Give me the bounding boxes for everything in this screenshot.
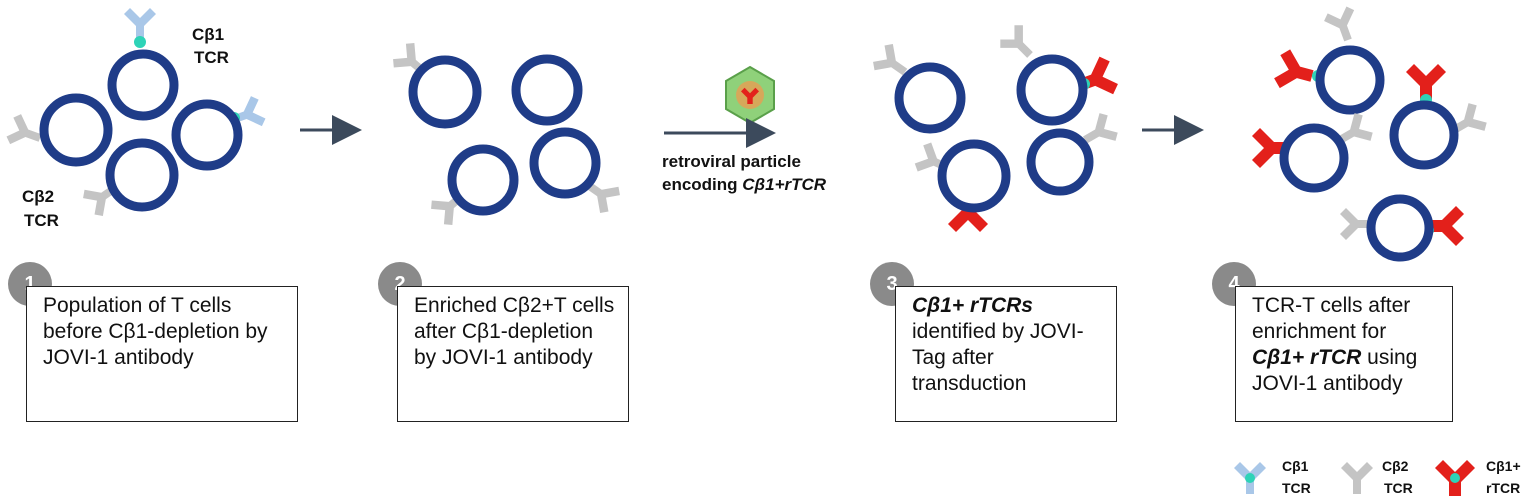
legend-cb1-name: Cβ1 [1282, 458, 1309, 474]
legend-cb1-sub: TCR [1282, 480, 1311, 496]
t-cell [408, 55, 482, 129]
panel-2-cells [389, 39, 624, 229]
t-cell [39, 93, 113, 167]
step-4-text-after: using JOVI-1 antibody [1252, 346, 1418, 395]
cb2-tcr-receptor [1322, 4, 1364, 46]
legend-rtcr-icon [1435, 460, 1475, 496]
rtcr-receptor [1272, 47, 1318, 96]
legend-cb2-name: Cβ2 [1382, 458, 1409, 474]
retroviral-particle-label: retroviral particle encoding Cβ1+rTCR [662, 150, 882, 196]
legend-rtcr-name: Cβ1+ [1486, 458, 1521, 474]
t-cell [1016, 54, 1088, 126]
step-2-text: Enriched Cβ2+T cells after Cβ1-depletion… [414, 294, 615, 369]
t-cell [171, 99, 243, 171]
t-cell [511, 54, 583, 126]
legend-cb2-icon [1341, 462, 1373, 494]
tcr-label: TCR [194, 48, 229, 67]
step-3-emphasis: Cβ1+ rTCRs [912, 294, 1033, 317]
step-3-text: identified by JOVI-Tag after transductio… [912, 320, 1084, 395]
t-cell [1026, 128, 1094, 196]
t-cell [105, 138, 179, 212]
cb2-label: Cβ2 [22, 187, 54, 206]
legend: Cβ1 TCR Cβ2 TCR Cβ1+ rTCR [1234, 458, 1521, 496]
step-1-box: Population of T cells before Cβ1-depleti… [26, 286, 298, 422]
cb1-label: Cβ1 [192, 25, 224, 44]
step-3-box: Cβ1+ rTCRs identified by JOVI-Tag after … [895, 286, 1117, 422]
t-cell [1389, 100, 1459, 170]
t-cell [894, 62, 966, 134]
step-4-text-before: TCR-T cells after enrichment for [1252, 294, 1411, 343]
retroviral-particle [725, 65, 775, 125]
legend-rtcr-sub: rTCR [1486, 480, 1520, 496]
particle-label-emphasis: Cβ1+rTCR [742, 175, 827, 194]
step-4-emphasis: Cβ1+ rTCR [1252, 346, 1362, 369]
step-1-text: Population of T cells before Cβ1-depleti… [43, 294, 268, 369]
legend-cb1-icon [1234, 462, 1266, 494]
t-cell [1315, 45, 1385, 115]
t-cell [447, 144, 519, 216]
tcr-label: TCR [24, 211, 59, 230]
t-cell [937, 139, 1011, 213]
t-cell [1279, 123, 1349, 193]
step-4-badge: 4 [1212, 262, 1256, 306]
tag-dot [134, 36, 146, 48]
particle-label-line2: encoding Cβ1+rTCR [662, 175, 827, 194]
panel-4-cells [1252, 4, 1490, 262]
t-cell [107, 49, 179, 121]
panel-3-cells [869, 21, 1121, 232]
t-cell [529, 127, 601, 199]
cb1-tcr-receptor [124, 8, 156, 40]
legend-cb2-sub: TCR [1384, 480, 1413, 496]
particle-label-line1: retroviral particle [662, 152, 801, 171]
step-2-box: Enriched Cβ2+T cells after Cβ1-depletion… [397, 286, 629, 422]
step-4-box: TCR-T cells after enrichment for Cβ1+ rT… [1235, 286, 1453, 422]
t-cell [1366, 194, 1434, 262]
cb2-tcr-receptor [4, 112, 46, 154]
panel-1-cells: Cβ1 TCR Cβ2 TCR [4, 8, 268, 230]
